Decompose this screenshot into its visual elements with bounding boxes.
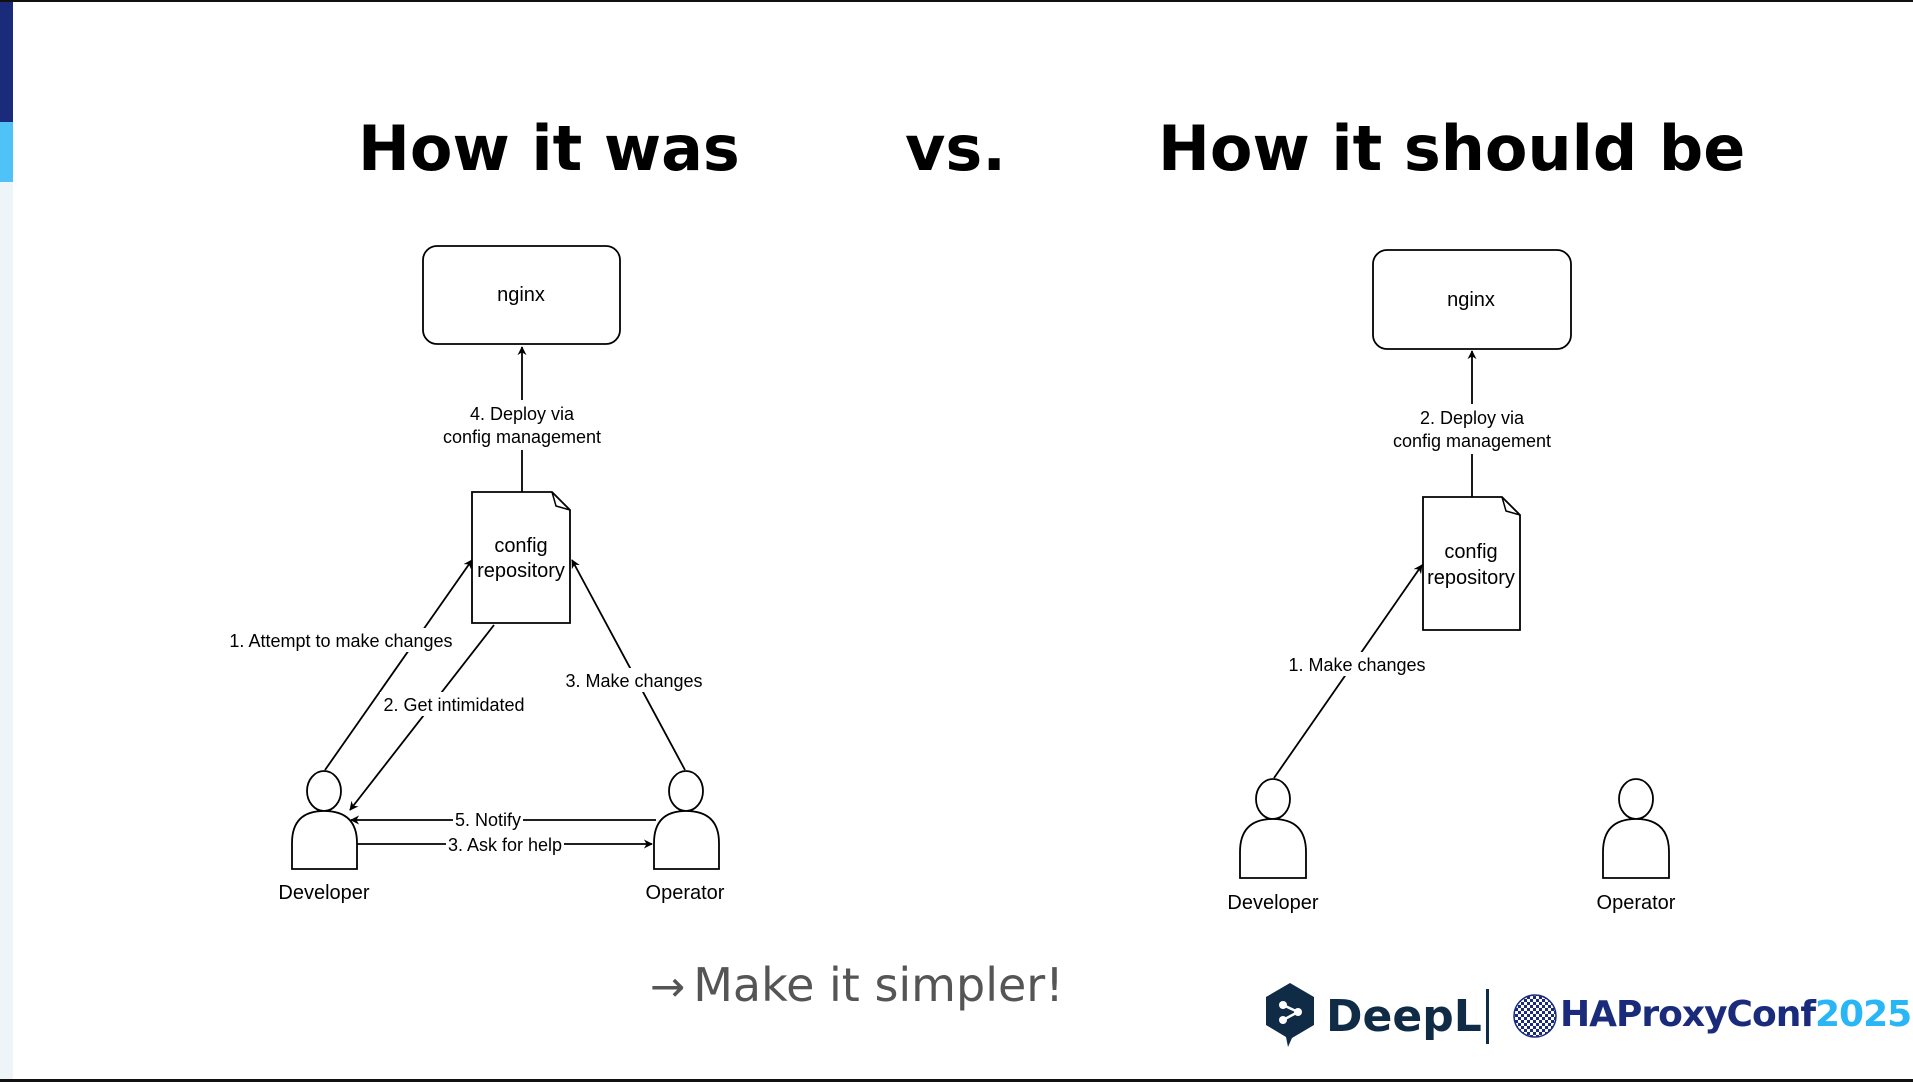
right-operator-actor: Operator	[1597, 778, 1676, 914]
accent-dark-bar	[0, 2, 13, 122]
right-make-changes-label-bg	[1285, 652, 1429, 676]
right-developer-actor: Developer	[1227, 778, 1319, 914]
title-how-it-was: How it was	[358, 112, 740, 185]
right-diagram: nginx 2. Deploy via config management co…	[1227, 249, 1676, 914]
accent-light-bar	[0, 122, 13, 182]
top-border	[0, 0, 1913, 2]
right-nginx-node: nginx	[1372, 249, 1572, 350]
bottom-border	[0, 1079, 1913, 1082]
right-nginx-label: nginx	[1447, 289, 1495, 311]
left-diagram: nginx 4. Deploy via config management co…	[226, 245, 725, 904]
right-repo-label-line1: config	[1444, 541, 1497, 563]
right-deploy-label-bg	[1388, 404, 1558, 454]
left-deploy-label-bg	[437, 400, 607, 450]
haproxyconf-wordmark: HAProxyConf2025	[1560, 994, 1912, 1035]
right-repo-label-line2: repository	[1427, 567, 1515, 589]
left-nginx-node: nginx	[422, 245, 621, 345]
tagline: →Make it simpler!	[650, 962, 1064, 1008]
left-notify-label-bg	[453, 810, 523, 832]
deepl-wordmark: DeepL	[1326, 991, 1482, 1042]
right-developer-label: Developer	[1227, 892, 1319, 914]
left-ask-help-label: 3. Ask for help	[448, 835, 562, 855]
sidebar-strip	[0, 2, 13, 1079]
left-developer-label: Developer	[278, 882, 370, 904]
right-make-changes-label: 1. Make changes	[1288, 655, 1425, 675]
right-deploy-label-line2: config management	[1393, 431, 1551, 451]
left-nginx-label: nginx	[497, 284, 545, 306]
title-how-it-should-be: How it should be	[1158, 112, 1746, 185]
deepl-logo-icon	[1266, 983, 1314, 1047]
haproxyconf-year: 2025	[1815, 994, 1912, 1035]
right-operator-label: Operator	[1597, 892, 1676, 914]
left-intimidated-label-bg	[380, 692, 528, 716]
right-deploy-label-line1: 2. Deploy via	[1420, 408, 1525, 428]
left-operator-actor: Operator	[646, 770, 725, 904]
left-attempt-arrow	[324, 559, 473, 771]
left-make-changes-label-bg	[564, 668, 704, 692]
haproxyconf-name: HAProxyConf	[1560, 994, 1816, 1035]
left-operator-person-icon	[668, 770, 704, 812]
left-attempt-label-bg	[226, 628, 456, 652]
footer-logos: DeepL HAProxyConf2025	[1260, 983, 1912, 1053]
haproxy-globe-icon	[1513, 994, 1557, 1038]
left-intimidated-label: 2. Get intimidated	[383, 695, 524, 715]
left-intimidated-arrow	[349, 624, 495, 811]
left-deploy-label-line1: 4. Deploy via	[470, 404, 575, 424]
tagline-text: Make it simpler!	[693, 958, 1064, 1012]
logo-divider	[1486, 989, 1489, 1044]
left-notify-label: 5. Notify	[455, 810, 521, 830]
left-operator-label: Operator	[646, 882, 725, 904]
left-repo-label-line1: config	[494, 535, 547, 557]
right-developer-person-icon	[1255, 778, 1291, 820]
title-vs: vs.	[905, 112, 1006, 185]
left-make-changes-label: 3. Make changes	[565, 671, 702, 691]
left-make-changes-arrow	[571, 559, 686, 771]
left-deploy-label-line2: config management	[443, 427, 601, 447]
left-ask-help-label-bg	[446, 834, 564, 856]
right-operator-person-icon	[1618, 778, 1654, 820]
left-attempt-label: 1. Attempt to make changes	[229, 631, 452, 651]
left-developer-person-icon	[306, 770, 342, 812]
left-config-repo-node: config repository	[471, 491, 571, 624]
left-repo-label-line2: repository	[477, 560, 565, 582]
right-arrow-icon: →	[650, 962, 686, 1011]
left-developer-actor: Developer	[278, 770, 370, 904]
right-config-repo-node: config repository	[1422, 496, 1521, 631]
